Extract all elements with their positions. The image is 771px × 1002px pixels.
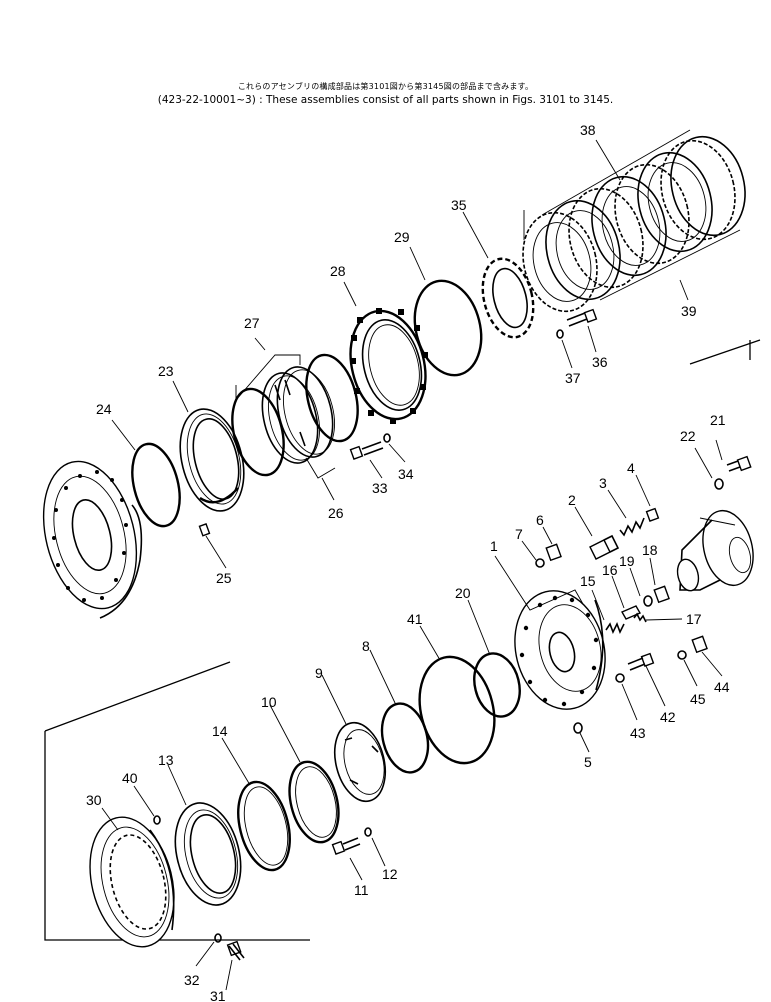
callout-29: 29	[394, 229, 410, 245]
part-31-bolt	[226, 940, 245, 961]
part-6-plug	[545, 543, 562, 562]
callout-numbers: 1 2 3 4 5 6 7 8 9 10 11 12 13 14 15 16 1…	[86, 122, 730, 1002]
callout-22: 22	[680, 428, 696, 444]
part-1-cover	[514, 590, 606, 710]
callout-10: 10	[261, 694, 277, 710]
callout-9: 9	[315, 665, 323, 681]
part-41-ring	[418, 655, 496, 765]
part-37-washer	[556, 329, 564, 339]
part-13-piston	[174, 802, 242, 906]
callout-2: 2	[568, 492, 576, 508]
callout-42: 42	[660, 709, 676, 725]
part-43-washer	[615, 673, 625, 683]
part-14-ring	[237, 780, 291, 872]
part-8-ring	[380, 702, 430, 774]
part-25-pin	[198, 523, 211, 537]
part-11-bolt	[331, 837, 361, 855]
callout-15: 15	[580, 573, 596, 589]
part-28-cage	[349, 308, 428, 424]
callout-37: 37	[565, 370, 581, 386]
callout-27: 27	[244, 315, 260, 331]
callout-34: 34	[398, 466, 414, 482]
callout-1: 1	[490, 538, 498, 554]
callout-18: 18	[642, 542, 658, 558]
part-16-valve	[621, 605, 641, 620]
part-34-washer	[383, 433, 391, 443]
callout-14: 14	[212, 723, 228, 739]
callout-7: 7	[515, 526, 523, 542]
callout-43: 43	[630, 725, 646, 741]
part-2-valve-body	[589, 534, 620, 560]
part-19-washer	[643, 595, 653, 607]
part-24-housing	[42, 460, 143, 619]
callout-11: 11	[354, 882, 369, 898]
callout-35: 35	[451, 197, 467, 213]
part-44-plug	[691, 635, 708, 654]
callout-16: 16	[602, 562, 618, 578]
callout-38: 38	[580, 122, 596, 138]
callout-24: 24	[96, 401, 112, 417]
part-21-bolt	[726, 455, 752, 472]
part-4-plug	[645, 507, 660, 522]
callout-25: 25	[216, 570, 232, 586]
callout-30: 30	[86, 792, 102, 808]
part-32-washer	[214, 933, 222, 943]
part-38-39-clutch-plates	[522, 135, 746, 313]
callout-6: 6	[536, 512, 544, 528]
part-29-o-ring	[413, 279, 483, 377]
assembly-boundary-lines	[44, 339, 761, 941]
callout-39: 39	[681, 303, 697, 319]
part-18-plug	[653, 585, 670, 604]
callout-28: 28	[330, 263, 346, 279]
header-english-note: (423-22-10001~3) : These assemblies cons…	[157, 94, 614, 106]
part-40-pin	[153, 815, 161, 825]
part-27-seal-rings	[231, 353, 359, 477]
part-42-bolt	[627, 652, 655, 671]
part-9-piston	[333, 721, 387, 803]
callout-13: 13	[158, 752, 174, 768]
part-10-ring	[288, 760, 340, 844]
part-45-washer	[677, 650, 687, 660]
callout-33: 33	[372, 480, 388, 496]
part-30-housing	[89, 816, 175, 948]
callout-36: 36	[592, 354, 608, 370]
callout-40: 40	[122, 770, 138, 786]
part-35-gear	[481, 257, 535, 339]
callout-26: 26	[328, 505, 344, 521]
part-23-piston	[179, 408, 245, 512]
callout-8: 8	[362, 638, 370, 654]
part-22-washer	[714, 478, 724, 490]
callout-44: 44	[714, 679, 730, 695]
callout-45: 45	[690, 691, 706, 707]
callout-3: 3	[599, 475, 607, 491]
callout-20: 20	[455, 585, 471, 601]
part-15-spring	[605, 622, 625, 634]
part-3-spring	[619, 517, 645, 537]
part-36-bolt	[566, 308, 598, 327]
callout-31: 31	[210, 988, 226, 1002]
callout-12: 12	[382, 866, 398, 882]
callout-32: 32	[184, 972, 200, 988]
part-12-washer	[364, 827, 372, 837]
header-japanese-note: これらのアセンブリの構成部品は第3101図から第3145図の部品まで含みます。	[237, 82, 534, 91]
callout-19: 19	[619, 553, 635, 569]
part-5-plug	[573, 722, 583, 734]
part-33-bolt	[349, 441, 384, 460]
part-17-spring	[633, 612, 647, 623]
callout-23: 23	[158, 363, 174, 379]
part-14-ring-inner	[243, 786, 289, 866]
callout-21: 21	[710, 412, 726, 428]
callout-17: 17	[686, 611, 702, 627]
part-24-ring	[131, 442, 181, 528]
part-10-ring-inner	[295, 766, 337, 838]
part-7-o-ring	[535, 558, 545, 568]
callout-5: 5	[584, 754, 592, 770]
callout-4: 4	[627, 460, 635, 476]
output-flange-assembly	[676, 509, 754, 592]
leader-lines	[101, 129, 741, 991]
callout-41: 41	[407, 611, 423, 627]
